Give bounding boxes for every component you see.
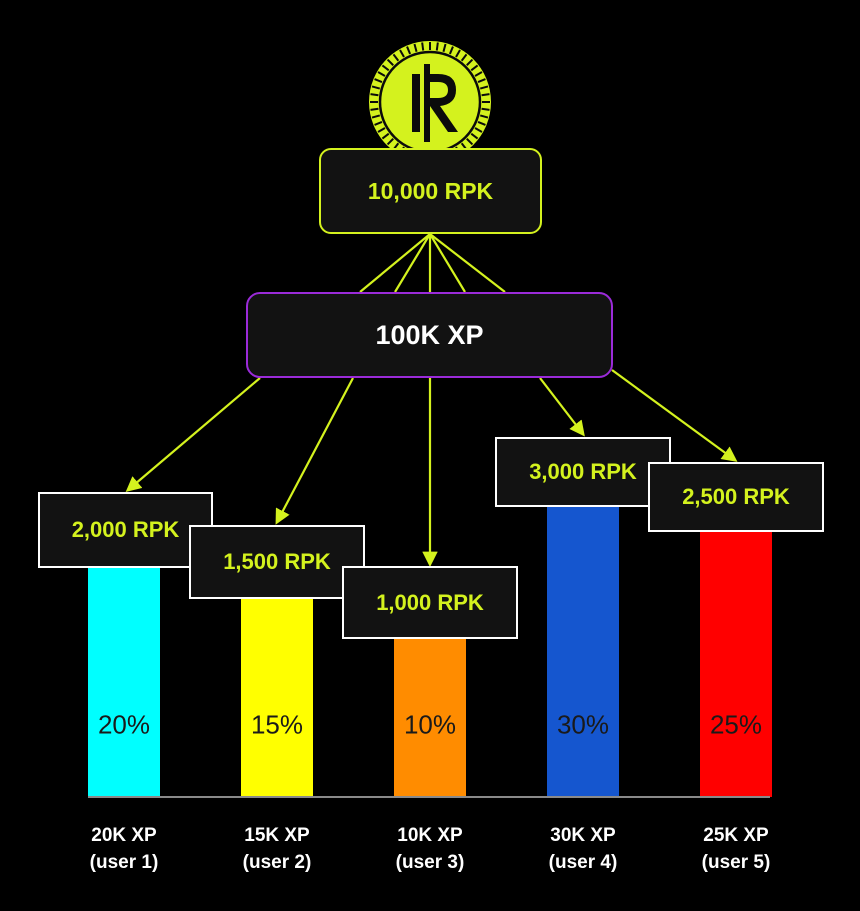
user-1-reward-box: 2,000 RPK <box>38 492 213 568</box>
user-4-arrow <box>539 377 585 437</box>
pool-connector-4 <box>429 233 466 293</box>
user-5-reward-label: 2,500 RPK <box>682 484 790 509</box>
chart-baseline <box>88 796 770 798</box>
user-1-reward-label: 2,000 RPK <box>71 517 180 542</box>
total-xp-box: 100K XP <box>246 292 613 378</box>
user-5-bar <box>700 525 772 797</box>
user-4-percent: 30% <box>556 709 610 740</box>
user-4-xp: 30K XP <box>550 825 616 846</box>
user-3-reward-label: 1,000 RPK <box>376 589 484 615</box>
user-1-bar <box>88 560 160 797</box>
user-5-name: (user 5) <box>701 852 771 873</box>
user-2-name: (user 2) <box>242 852 312 873</box>
user-4-reward-box: 3,000 RPK <box>495 437 671 507</box>
pool-connector-5 <box>429 233 506 293</box>
user-5-percent: 25% <box>709 709 763 740</box>
user-2-reward-box: 1,500 RPK <box>189 525 365 599</box>
user-5-xp: 25K XP <box>703 825 769 846</box>
user-2-bar <box>241 590 313 797</box>
user-4-bar <box>547 500 619 797</box>
user-3-label: 10K XP (user 3) <box>360 822 500 876</box>
total-xp-label: 100K XP <box>375 319 484 350</box>
user-4-reward-label: 3,000 RPK <box>529 459 637 484</box>
user-2-xp: 15K XP <box>244 825 310 846</box>
reward-pool-box: 10,000 RPK <box>319 148 542 234</box>
pool-connector-1 <box>359 233 431 293</box>
user-1-label: 20K XP (user 1) <box>54 822 194 876</box>
user-4-label: 30K XP (user 4) <box>513 822 653 876</box>
user-3-bar <box>394 630 466 797</box>
user-2-percent: 15% <box>250 709 304 740</box>
user-1-xp: 20K XP <box>91 825 157 846</box>
user-5-arrow <box>611 369 738 462</box>
user-3-reward-box: 1,000 RPK <box>342 566 518 639</box>
user-3-name: (user 3) <box>395 852 465 873</box>
coin-letter-icon <box>412 64 458 142</box>
user-5-reward-box: 2,500 RPK <box>648 462 824 532</box>
user-2-reward-label: 1,500 RPK <box>223 549 331 574</box>
user-4-name: (user 4) <box>548 852 618 873</box>
user-1-arrow <box>125 377 261 492</box>
rpk-coin-icon <box>369 41 491 163</box>
reward-pool-label: 10,000 RPK <box>367 177 494 204</box>
user-2-label: 15K XP (user 2) <box>207 822 347 876</box>
user-3-xp: 10K XP <box>397 825 463 846</box>
user-5-label: 25K XP (user 5) <box>666 822 806 876</box>
pool-connector-2 <box>394 233 431 293</box>
user-1-percent: 20% <box>97 709 151 740</box>
user-1-name: (user 1) <box>89 852 159 873</box>
user-2-arrow <box>275 377 354 525</box>
user-3-percent: 10% <box>403 709 457 740</box>
